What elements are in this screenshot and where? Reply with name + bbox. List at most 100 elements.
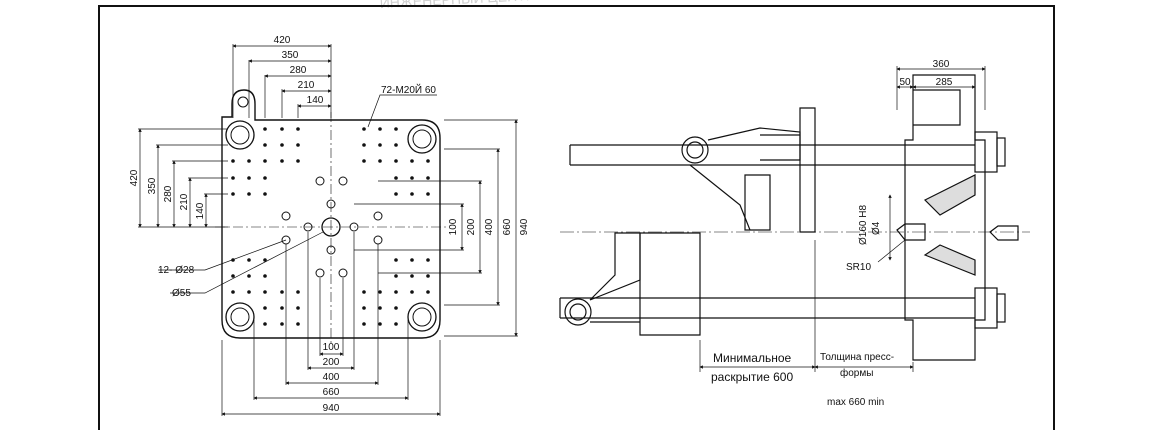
clamp-unit-side-view [559,74,1030,361]
tie-bar-hole [225,302,255,332]
dim-offset-50: 50 [899,77,911,88]
drawing-frame [98,5,1055,430]
tapped-hole [247,192,251,196]
dim-bottom-400: 400 [323,372,340,383]
tapped-hole [394,258,398,262]
mold-thickness-label-line2: формы [840,367,873,379]
tie-bar-nut [974,287,998,329]
tapped-hole [280,127,284,131]
dim-right-100: 100 [448,218,459,235]
tapped-hole [378,159,382,163]
dim-bottom-200: 200 [323,357,340,368]
tie-bar-hole [225,120,255,150]
tapped-hole [410,159,414,163]
tapped-hole [378,143,382,147]
tapped-hole [263,274,267,278]
tapped-hole [362,290,366,294]
tie-bar-nut [974,131,998,173]
tapped-hole [263,127,267,131]
fixed-platen [904,74,986,361]
tapped-hole [263,306,267,310]
dim-left-420: 420 [129,169,140,186]
tapped-hole [263,258,267,262]
toggle-pin [564,298,592,326]
callout-tapped-holes: 72-M20Й 60 [381,83,436,96]
tapped-hole [410,176,414,180]
tapped-hole [362,306,366,310]
center-hole [321,217,341,237]
tapped-hole [394,176,398,180]
tapped-hole [394,322,398,326]
tapped-hole [410,274,414,278]
tapped-hole [280,159,284,163]
tapped-hole [410,192,414,196]
dim-left-280: 280 [163,185,174,202]
tapped-hole [263,143,267,147]
tapped-hole [296,159,300,163]
dim-right-200: 200 [466,218,477,235]
tapped-hole [378,290,382,294]
dim-top-420: 420 [274,35,291,46]
dim-left-210: 210 [179,193,190,210]
callout-center-hole: Ø55 [172,288,191,299]
dim-overall-360: 360 [933,59,950,70]
toggle-pin [681,136,709,164]
moving-platen [799,107,816,233]
tapped-hole [426,192,430,196]
dim-top-350: 350 [282,50,299,61]
through-holes [281,176,383,278]
tapped-hole [362,322,366,326]
dim-locating-ring: Ø160 H8 [858,205,869,245]
tapped-hole [296,127,300,131]
platen-front-view [215,89,447,344]
dim-right-940: 940 [519,218,530,235]
dim-left-350: 350 [147,177,158,194]
tapped-hole [280,306,284,310]
tapped-hole [410,258,414,262]
tapped-hole [394,274,398,278]
callout-leaders [158,94,437,294]
tapped-hole [296,143,300,147]
tapped-hole [263,290,267,294]
tapped-hole [362,159,366,163]
tapped-hole [378,127,382,131]
dim-nozzle-hole: Ø4 [871,221,882,235]
platen-section-hatch [923,174,976,216]
tapped-hole [247,176,251,180]
tapped-hole [378,306,382,310]
tapped-hole [247,159,251,163]
dim-top-210: 210 [298,80,315,91]
min-opening-label-line1: Минимальное [713,351,792,365]
tapped-hole [296,290,300,294]
tapped-holes-grid [231,127,430,326]
right-dimension-lines [354,119,518,337]
tapped-hole [426,176,430,180]
tapped-hole [231,176,235,180]
tapped-hole [263,176,267,180]
tapped-hole [263,192,267,196]
tapped-hole [426,290,430,294]
platen-outline [221,89,441,339]
tapped-hole [426,159,430,163]
tapped-hole [394,290,398,294]
tapped-hole [394,159,398,163]
dim-thickness-285: 285 [936,77,953,88]
tapped-hole [394,127,398,131]
tapped-hole [247,290,251,294]
tapped-hole [263,322,267,326]
tapped-hole [426,258,430,262]
mold-range-label: max 660 min [827,397,884,408]
callout-through-holes: 12- Ø28 [158,265,195,276]
dim-right-400: 400 [484,218,495,235]
tapped-hole [362,127,366,131]
tie-bar-hole [407,124,437,154]
tapped-hole [394,192,398,196]
dim-bottom-100: 100 [323,342,340,353]
tapped-hole [231,290,235,294]
tapped-hole [296,322,300,326]
mold-thickness-label-line1: Толщина пресс- [820,352,894,363]
tapped-hole [394,306,398,310]
tapped-hole [280,290,284,294]
bottom-dimension-lines [221,232,441,416]
tie-bar-hole [407,302,437,332]
